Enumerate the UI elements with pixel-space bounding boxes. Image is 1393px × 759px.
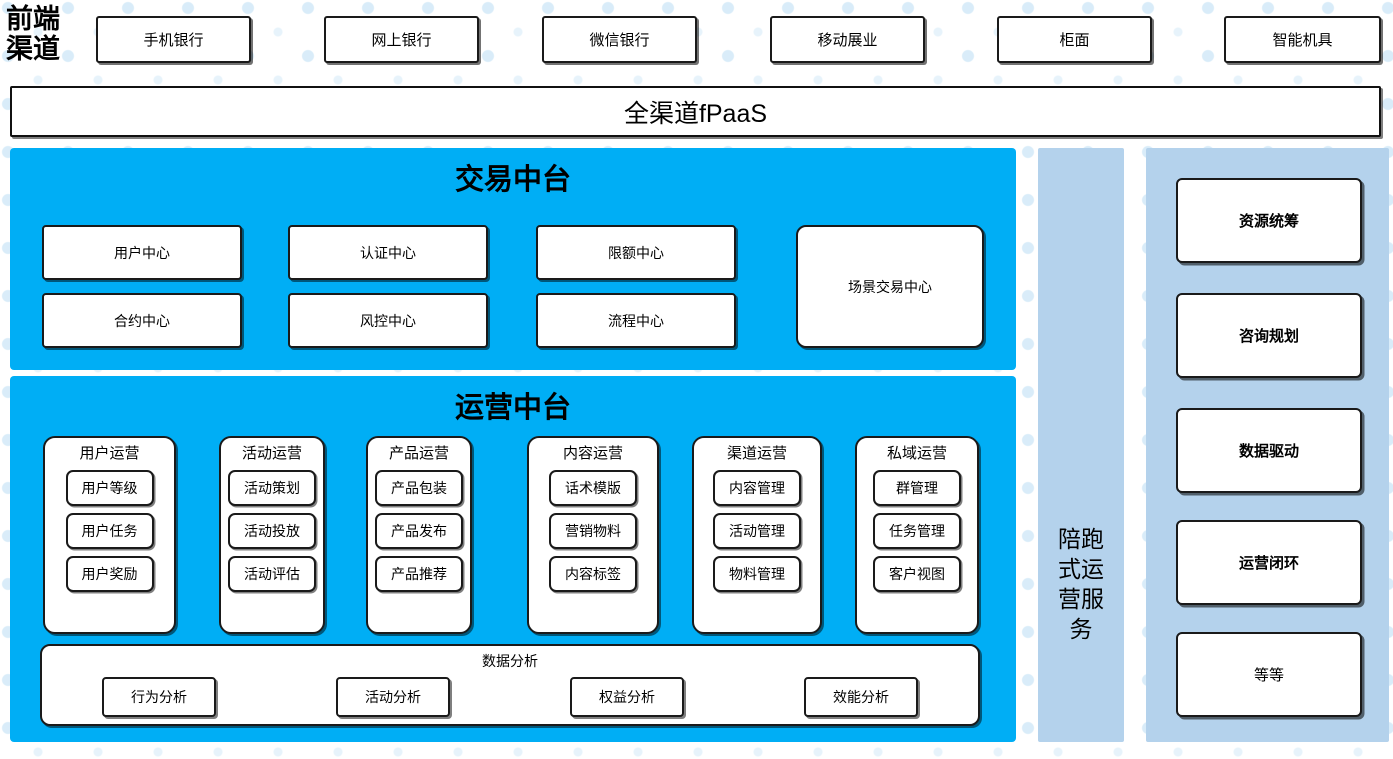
operation-column-channel[interactable]: 渠道运营 内容管理 活动管理 物料管理 bbox=[692, 436, 822, 634]
channel-box-label: 移动展业 bbox=[817, 32, 878, 49]
omnichannel-fpaas-label: 全渠道fPaaS bbox=[623, 99, 768, 128]
transaction-box-risk-center[interactable]: 风控中心 bbox=[288, 293, 488, 348]
transaction-platform-title: 交易中台 bbox=[454, 164, 571, 196]
channel-box-wechat-bank[interactable]: 微信银行 bbox=[542, 16, 697, 63]
right-panel-item-operation-closed-loop[interactable]: 运营闭环 bbox=[1176, 520, 1362, 605]
right-panel-item-label: 运营闭环 bbox=[1238, 555, 1299, 572]
data-analysis-panel: 数据分析 行为分析 活动分析 权益分析 效能分析 bbox=[40, 644, 980, 726]
transaction-box-contract-center[interactable]: 合约中心 bbox=[42, 293, 242, 348]
operation-item[interactable]: 物料管理 bbox=[713, 556, 801, 592]
operation-column-private-domain[interactable]: 私域运营 群管理 任务管理 客户视图 bbox=[855, 436, 979, 634]
front-channel-label-line1: 前端 bbox=[6, 4, 60, 34]
operation-item[interactable]: 产品推荐 bbox=[375, 556, 463, 592]
operation-column-title: 用户运营 bbox=[79, 445, 140, 462]
front-channel-label-line2: 渠道 bbox=[6, 34, 60, 64]
transaction-box-label: 场景交易中心 bbox=[848, 278, 932, 295]
accompanying-operation-service-column[interactable]: 陪跑式运营服务 bbox=[1038, 148, 1124, 742]
operation-item[interactable]: 活动管理 bbox=[713, 513, 801, 549]
channel-box-mobile-business[interactable]: 移动展业 bbox=[770, 16, 925, 63]
channel-box-label: 手机银行 bbox=[143, 32, 204, 49]
transaction-box-label: 风控中心 bbox=[360, 312, 416, 329]
channel-box-smart-machine[interactable]: 智能机具 bbox=[1224, 16, 1381, 63]
right-panel-item-label: 资源统筹 bbox=[1238, 213, 1299, 230]
operation-item[interactable]: 内容管理 bbox=[713, 470, 801, 506]
right-panel-item-consulting-planning[interactable]: 咨询规划 bbox=[1176, 293, 1362, 378]
data-analysis-items: 行为分析 活动分析 权益分析 效能分析 bbox=[42, 677, 978, 717]
operation-item[interactable]: 产品包装 bbox=[375, 470, 463, 506]
operation-column-title: 活动运营 bbox=[241, 445, 302, 462]
right-panel-item-label: 咨询规划 bbox=[1238, 328, 1299, 345]
front-channel-label: 前端 渠道 bbox=[6, 4, 92, 64]
operation-item[interactable]: 内容标签 bbox=[549, 556, 637, 592]
operation-column-title: 私域运营 bbox=[886, 445, 947, 462]
operation-column-title: 产品运营 bbox=[388, 445, 449, 462]
data-analysis-item[interactable]: 效能分析 bbox=[804, 677, 918, 717]
right-panel-item-resource-coordination[interactable]: 资源统筹 bbox=[1176, 178, 1362, 263]
operation-item[interactable]: 话术模版 bbox=[549, 470, 637, 506]
accompanying-operation-service-label: 陪跑式运营服务 bbox=[1058, 526, 1104, 642]
right-panel-item-label: 等等 bbox=[1253, 667, 1284, 684]
transaction-box-process-center[interactable]: 流程中心 bbox=[536, 293, 736, 348]
operation-column-content[interactable]: 内容运营 话术模版 营销物料 内容标签 bbox=[527, 436, 659, 634]
operation-item[interactable]: 客户视图 bbox=[873, 556, 961, 592]
operation-column-product[interactable]: 产品运营 产品包装 产品发布 产品推荐 bbox=[366, 436, 472, 634]
transaction-box-label: 流程中心 bbox=[608, 312, 664, 329]
operation-item[interactable]: 任务管理 bbox=[873, 513, 961, 549]
channel-box-label: 网上银行 bbox=[371, 32, 432, 49]
operation-column-title: 渠道运营 bbox=[726, 445, 787, 462]
channel-box-online-bank[interactable]: 网上银行 bbox=[324, 16, 479, 63]
operation-item[interactable]: 群管理 bbox=[873, 470, 961, 506]
data-analysis-title: 数据分析 bbox=[482, 653, 538, 669]
transaction-box-label: 合约中心 bbox=[114, 312, 170, 329]
data-analysis-item[interactable]: 活动分析 bbox=[336, 677, 450, 717]
transaction-box-auth-center[interactable]: 认证中心 bbox=[288, 225, 488, 280]
operation-platform-title: 运营中台 bbox=[454, 392, 571, 424]
channel-box-mobile-bank[interactable]: 手机银行 bbox=[96, 16, 251, 63]
data-analysis-item[interactable]: 行为分析 bbox=[102, 677, 216, 717]
operation-item[interactable]: 活动投放 bbox=[228, 513, 316, 549]
transaction-box-label: 认证中心 bbox=[360, 244, 416, 261]
operation-item[interactable]: 活动策划 bbox=[228, 470, 316, 506]
right-panel-item-data-driven[interactable]: 数据驱动 bbox=[1176, 408, 1362, 493]
operation-item[interactable]: 营销物料 bbox=[549, 513, 637, 549]
transaction-box-label: 用户中心 bbox=[114, 244, 170, 261]
channel-box-label: 智能机具 bbox=[1272, 32, 1333, 49]
operation-item[interactable]: 用户等级 bbox=[65, 470, 154, 506]
operation-item[interactable]: 产品发布 bbox=[375, 513, 463, 549]
operation-item[interactable]: 活动评估 bbox=[228, 556, 316, 592]
operation-item[interactable]: 用户任务 bbox=[65, 513, 154, 549]
channel-box-label: 柜面 bbox=[1059, 32, 1090, 49]
right-panel-item-label: 数据驱动 bbox=[1238, 443, 1299, 460]
channel-box-counter[interactable]: 柜面 bbox=[997, 16, 1152, 63]
omnichannel-fpaas-banner[interactable]: 全渠道fPaaS bbox=[10, 86, 1381, 137]
operation-column-activity[interactable]: 活动运营 活动策划 活动投放 活动评估 bbox=[219, 436, 325, 634]
transaction-box-label: 限额中心 bbox=[608, 244, 664, 261]
transaction-box-user-center[interactable]: 用户中心 bbox=[42, 225, 242, 280]
operation-column-title: 内容运营 bbox=[562, 445, 623, 462]
transaction-box-limit-center[interactable]: 限额中心 bbox=[536, 225, 736, 280]
channel-box-label: 微信银行 bbox=[589, 32, 650, 49]
operation-item[interactable]: 用户奖励 bbox=[65, 556, 154, 592]
data-analysis-item[interactable]: 权益分析 bbox=[570, 677, 684, 717]
transaction-box-scene-transaction-center[interactable]: 场景交易中心 bbox=[796, 225, 984, 348]
operation-column-user[interactable]: 用户运营 用户等级 用户任务 用户奖励 bbox=[43, 436, 176, 634]
right-panel-item-etc[interactable]: 等等 bbox=[1176, 632, 1362, 717]
